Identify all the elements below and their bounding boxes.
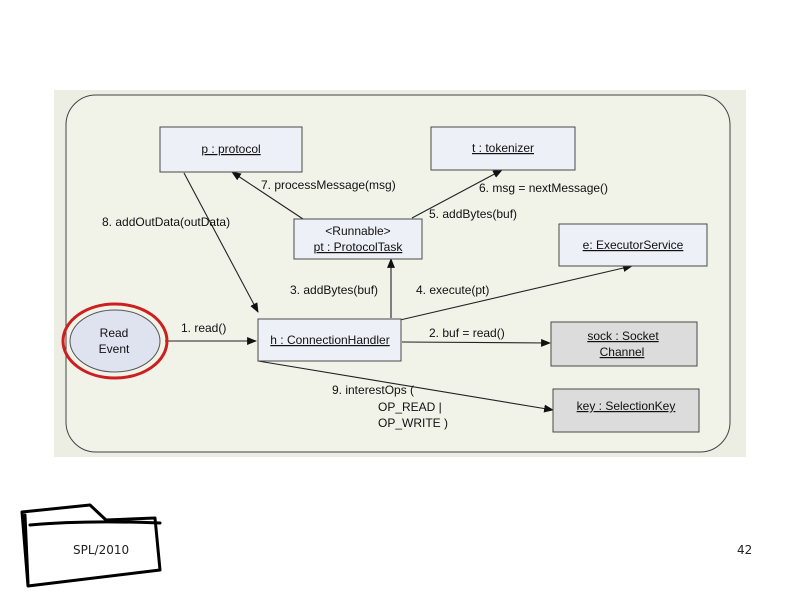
protocol-object[interactable]: p : protocol (159, 126, 303, 173)
message-7-label: 7. processMessage(msg) (261, 178, 396, 192)
message-9-label-line3: OP_WRITE ) (378, 416, 448, 430)
read-event-label-line2: Event (99, 342, 130, 356)
message-5-label: 5. addBytes(buf) (429, 207, 517, 221)
message-2-label: 2. buf = read() (429, 326, 505, 340)
tokenizer-object[interactable]: t : tokenizer (430, 126, 576, 171)
protocol-task-stereotype: <Runnable> (325, 224, 390, 238)
read-event-highlight-ring (61, 302, 169, 380)
socket-channel-label-line2: Channel (600, 345, 645, 359)
protocol-task-label: pt : ProtocolTask (314, 240, 404, 254)
message-6-label: 6. msg = nextMessage() (479, 181, 608, 195)
message-9-label-line2: OP_READ | (378, 400, 442, 414)
message-8-label: 8. addOutData(outData) (102, 215, 230, 229)
course-label: SPL/2010 (73, 543, 130, 557)
socket-channel-label-line1: sock : Socket (587, 329, 659, 343)
read-event-object[interactable]: Read Event (61, 302, 169, 380)
connector-next-message (411, 169, 503, 219)
connector-buf-read (401, 338, 551, 347)
connector-add-out-data (183, 172, 259, 313)
selection-key-label: key : SelectionKey (577, 399, 676, 413)
message-3-label: 3. addBytes(buf) (290, 283, 378, 297)
connector-interest-ops (257, 360, 554, 413)
connection-handler-object[interactable]: h : ConnectionHandler (257, 318, 402, 362)
message-1-label: 1. read() (181, 321, 226, 335)
read-event-label-line1: Read (100, 326, 129, 340)
executor-service-label: e: ExecutorService (583, 238, 684, 252)
connector-execute (399, 264, 633, 321)
connection-handler-label: h : ConnectionHandler (270, 333, 389, 347)
selection-key-object[interactable]: key : SelectionKey (552, 388, 700, 433)
message-9-label-line1: 9. interestOps ( (332, 383, 414, 397)
protocol-task-object[interactable]: <Runnable> pt : ProtocolTask (293, 218, 423, 260)
protocol-label: p : protocol (201, 142, 260, 156)
tokenizer-label: t : tokenizer (472, 141, 534, 155)
socket-channel-object[interactable]: sock : Socket Channel (550, 321, 698, 367)
folder-icon (20, 503, 162, 588)
message-4-label: 4. execute(pt) (416, 283, 489, 297)
connector-process-message (231, 171, 304, 220)
page-number: 42 (737, 543, 753, 557)
executor-service-object[interactable]: e: ExecutorService (558, 223, 708, 267)
